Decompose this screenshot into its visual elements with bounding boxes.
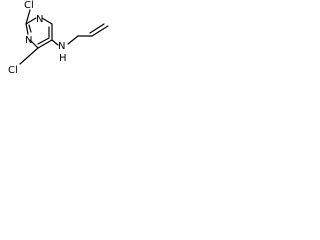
bond-c2-n3-double xyxy=(28,24,32,33)
bond-c2-c3-double xyxy=(89,23,105,34)
atom-n-ring-right: N xyxy=(25,35,32,46)
atom-n-ring-top: N xyxy=(36,14,43,25)
atom-cl-left: Cl xyxy=(8,65,18,76)
molecule-canvas: Cl Cl N N N H xyxy=(0,0,118,85)
bond-c4-cl xyxy=(19,47,39,65)
bond-c5-c4 xyxy=(37,39,53,49)
atom-h-amine: H xyxy=(59,53,67,64)
bond-n-c1 xyxy=(67,35,79,45)
bond-c2-cl xyxy=(25,9,31,25)
bond-c2-c3 xyxy=(91,25,109,37)
atom-n-amine: N xyxy=(58,41,65,52)
bond-c2-n3 xyxy=(25,23,29,35)
molecule-structure: Cl Cl N N N H xyxy=(8,0,109,76)
atom-cl-top: Cl xyxy=(24,0,34,11)
bond-c4-n3 xyxy=(29,39,39,49)
bond-c2-n1 xyxy=(25,17,37,25)
bond-c5-c4-double xyxy=(37,37,50,45)
bond-c6-n-amine xyxy=(51,39,59,46)
bond-n1-c6 xyxy=(41,17,53,25)
